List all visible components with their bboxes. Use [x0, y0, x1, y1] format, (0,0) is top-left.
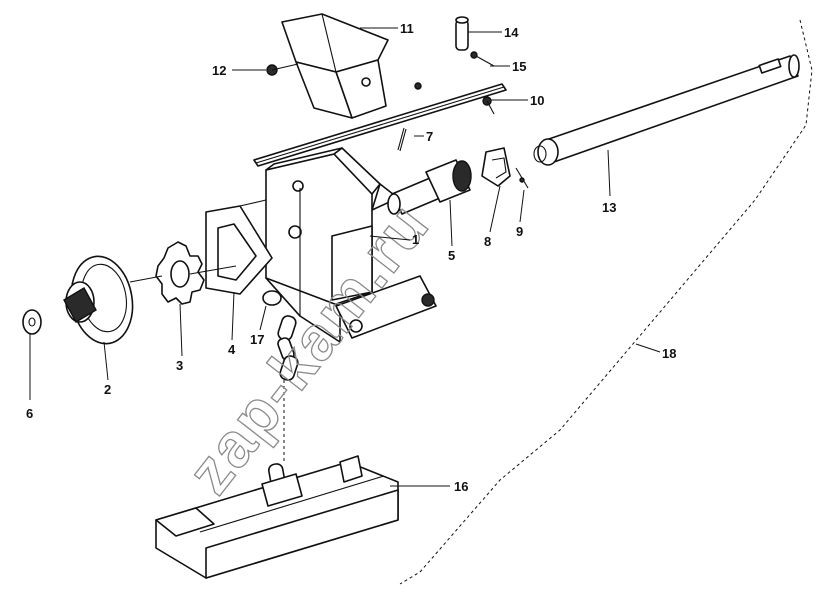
part-17-ring	[262, 290, 282, 306]
part-16-base	[155, 455, 399, 579]
part-13-shaft	[533, 54, 800, 166]
part-1-housing	[265, 147, 437, 343]
callout-4: 4	[228, 342, 236, 357]
part-9-pin	[515, 167, 529, 189]
callout-15: 15	[512, 59, 526, 74]
callout-13: 13	[602, 200, 616, 215]
callout-16: 16	[454, 479, 468, 494]
part-12-screw	[266, 63, 299, 76]
boundary-dashed-line	[399, 19, 813, 585]
callout-3: 3	[176, 358, 183, 373]
callout-6: 6	[26, 406, 33, 421]
leader-lines	[29, 27, 661, 487]
part-4-flange	[205, 199, 273, 295]
part-15-bolt	[470, 51, 495, 67]
callout-8: 8	[484, 234, 491, 249]
callout-7: 7	[426, 129, 433, 144]
callout-9: 9	[516, 224, 523, 239]
part-2-pulley	[63, 255, 163, 345]
callout-17: 17	[250, 332, 264, 347]
part-10-plate	[253, 83, 507, 167]
part-11-cover	[281, 13, 422, 119]
part-5-coupling	[387, 159, 472, 215]
part-6-washer	[22, 309, 42, 335]
callout-5: 5	[448, 248, 455, 263]
part-8-clamp	[481, 147, 511, 187]
callout-2: 2	[104, 382, 111, 397]
callout-11: 11	[400, 21, 414, 36]
part-3-sprocket	[155, 241, 237, 305]
part-10-bolt	[482, 96, 495, 115]
part-7-pin	[397, 127, 407, 152]
callout-12: 12	[212, 63, 226, 78]
part-14-pin	[455, 16, 469, 51]
callout-14: 14	[504, 25, 519, 40]
callout-18: 18	[662, 346, 676, 361]
callout-10: 10	[530, 93, 544, 108]
callout-1: 1	[412, 232, 419, 247]
